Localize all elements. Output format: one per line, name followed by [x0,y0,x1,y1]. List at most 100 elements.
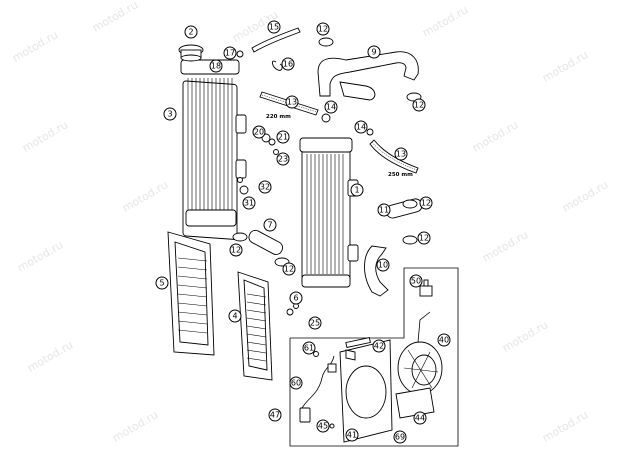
svg-text:61: 61 [304,344,314,353]
svg-text:25: 25 [310,319,320,328]
callout-layer: 1 2 3 4 5 6 7 9 10 11 12 12 12 12 12 12 … [155,20,451,444]
svg-text:4: 4 [232,312,237,321]
fan-shroud [339,339,393,443]
svg-text:47: 47 [270,411,280,420]
callout-47: 47 [268,408,282,422]
callout-45: 45 [316,419,330,433]
callout-20: 20 [252,125,266,139]
svg-text:17: 17 [225,49,235,58]
hose-11 [385,198,423,219]
svg-text:2: 2 [188,28,193,37]
callout-7: 7 [263,218,277,232]
callout-21: 21 [276,130,290,144]
svg-text:7: 7 [267,221,272,230]
svg-text:12: 12 [231,246,241,255]
svg-text:50: 50 [411,277,421,286]
callout-6: 6 [289,291,303,305]
callout-1: 1 [350,183,364,197]
callout-12: 12 [419,196,433,210]
svg-text:9: 9 [371,48,376,57]
callout-12: 12 [412,98,426,112]
svg-text:1: 1 [354,186,359,195]
callout-25: 25 [308,316,322,330]
svg-text:12: 12 [284,265,294,274]
top-hose-9 [317,51,419,101]
svg-text:21: 21 [278,133,288,142]
svg-text:6: 6 [293,294,298,303]
svg-text:32: 32 [260,183,270,192]
grille-4 [237,271,273,381]
left-radiator [180,59,247,240]
foam-strip [345,337,371,348]
callout-50: 50 [409,274,423,288]
callout-14: 14 [354,120,368,134]
svg-text:14: 14 [356,123,366,132]
wiring-harness [299,355,337,423]
svg-text:5: 5 [159,279,164,288]
thermo-switch [419,279,433,297]
callout-14: 14 [324,100,338,114]
svg-text:13: 13 [396,150,406,159]
callout-11: 11 [377,203,391,217]
hose-15 [251,27,301,53]
callout-5: 5 [155,276,169,290]
svg-text:60: 60 [291,379,301,388]
svg-text:15: 15 [269,23,279,32]
callout-69: 69 [393,430,407,444]
dimension-label-right-hose: 250 mm [388,172,413,178]
svg-text:12: 12 [318,25,328,34]
clip-16 [271,60,283,71]
callout-2: 2 [184,25,198,39]
callout-31: 31 [242,196,256,210]
right-radiator [299,137,359,288]
svg-text:10: 10 [378,261,388,270]
callout-9: 9 [367,45,381,59]
radiator-cap [178,44,204,62]
svg-text:12: 12 [419,234,429,243]
svg-text:16: 16 [283,60,293,69]
callout-17: 17 [223,46,237,60]
fan-plate [395,387,435,419]
svg-text:14: 14 [326,103,336,112]
callout-60: 60 [289,376,303,390]
callout-12: 12 [229,243,243,257]
svg-text:3: 3 [167,110,172,119]
fan-assembly-frame [289,267,459,447]
callout-13: 13 [394,147,408,161]
svg-text:45: 45 [318,422,328,431]
callout-3: 3 [163,107,177,121]
callout-12: 12 [282,262,296,276]
svg-text:23: 23 [278,155,288,164]
fan-motor [397,311,443,395]
svg-text:42: 42 [374,342,384,351]
callout-42: 42 [372,339,386,353]
callout-44: 44 [413,411,427,425]
svg-text:13: 13 [287,98,297,107]
callout-10: 10 [376,258,390,272]
hose-10 [364,245,389,297]
callout-16: 16 [281,57,295,71]
callout-41: 41 [345,428,359,442]
callout-40: 40 [437,333,451,347]
svg-text:41: 41 [347,431,357,440]
svg-text:40: 40 [439,336,449,345]
svg-text:31: 31 [244,199,254,208]
svg-text:12: 12 [414,101,424,110]
svg-text:11: 11 [379,206,389,215]
callout-18: 18 [209,59,223,73]
svg-text:69: 69 [395,433,405,442]
callout-4: 4 [228,309,242,323]
callout-13: 13 [285,95,299,109]
svg-text:20: 20 [254,128,264,137]
callout-61: 61 [302,341,316,355]
callout-12: 12 [316,22,330,36]
callout-32: 32 [258,180,272,194]
hose-7 [248,229,284,255]
vent-hose-13-right [369,139,419,174]
dimension-label-left-hose: 220 mm [266,114,291,120]
svg-text:18: 18 [211,62,221,71]
callout-12: 12 [417,231,431,245]
svg-text:44: 44 [415,414,425,423]
callout-23: 23 [276,152,290,166]
